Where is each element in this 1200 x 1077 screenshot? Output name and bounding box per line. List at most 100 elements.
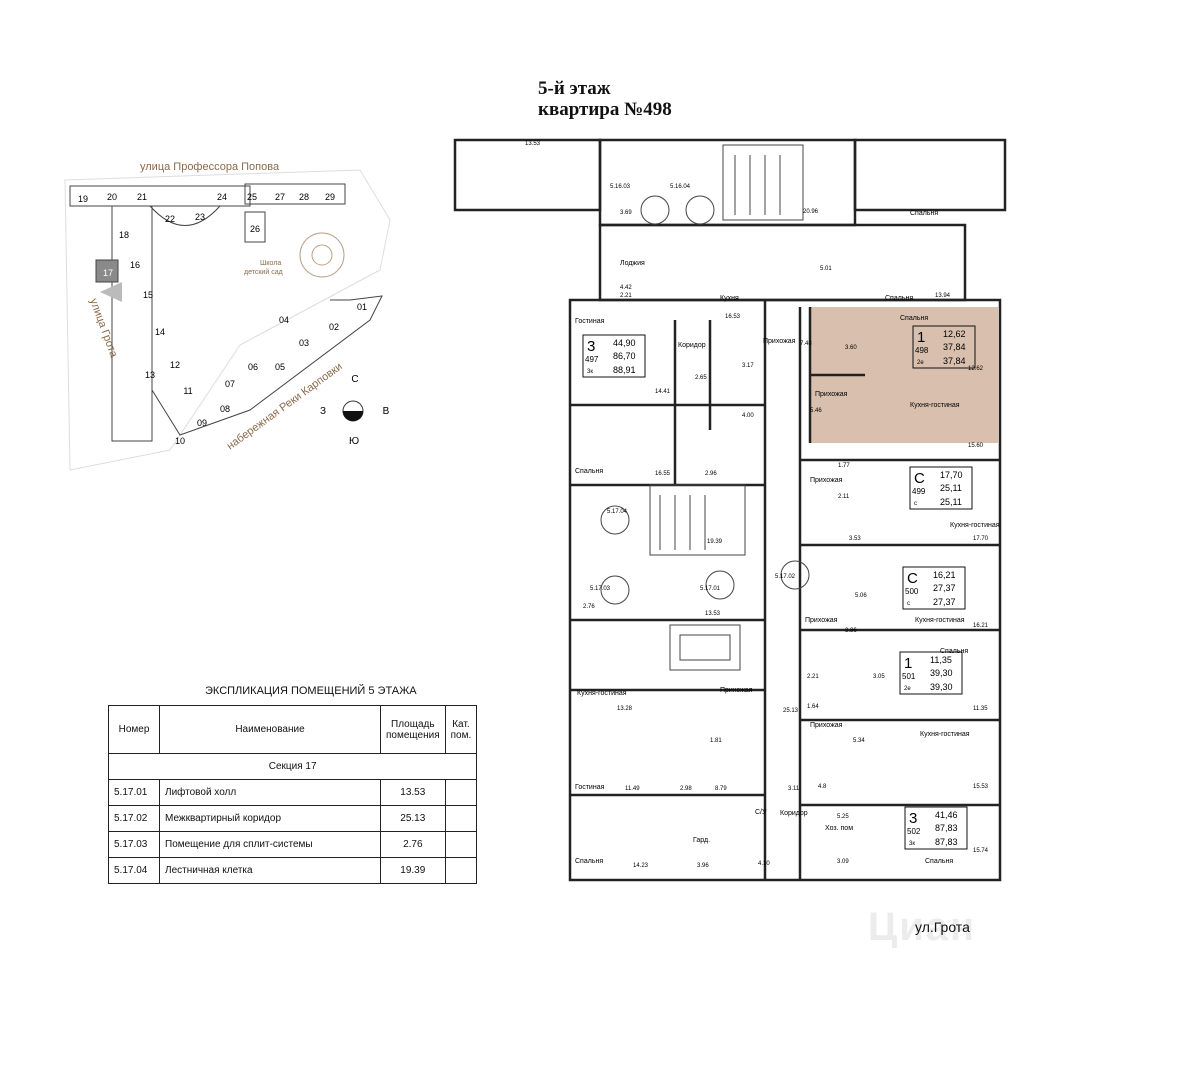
section-29: 29 [325,192,335,202]
apartment-type: 3к [909,841,915,847]
apartment-area-living: 41,46 [935,810,958,820]
table-row: 5.17.04 Лестничная клетка 19.39 [108,857,478,884]
room-code: 5.17.02 [775,574,796,580]
apartment-area-full: 37,84 [943,356,966,366]
street-label: ул.Грота [915,919,970,935]
room-label: Коридор [780,810,808,817]
apartment-area-full: 25,11 [940,497,962,507]
section-26: 26 [250,224,260,234]
section-11: 11 [183,386,192,396]
room-label: Спальня [925,858,953,865]
view-marker [100,282,122,302]
table-header: Номер [108,705,160,754]
school-label: Школа [260,260,281,267]
compass-east: В [383,406,390,417]
area-value: 16.53 [725,314,741,320]
apartment-type: с [907,601,910,607]
kindergarten-label: детский сад [244,268,283,276]
area-value: 3.86 [845,628,857,634]
section-24: 24 [217,192,227,202]
cell: 5.17.04 [108,857,160,884]
apartment-room-count: 1 [917,329,925,346]
apartment-area-living: 16,21 [933,570,956,580]
cell: 5.17.02 [108,805,160,832]
apartment-area-full: 39,30 [930,682,953,692]
cell [444,831,478,858]
compass: С Ю З В [320,374,390,447]
section-28: 28 [299,192,309,202]
table-header: Наименование [159,705,381,754]
section-09: 09 [197,418,207,428]
cell: 19.39 [380,857,446,884]
room-label: Спальня [910,210,938,217]
section-05: 05 [275,362,285,372]
apartment-area-total: 87,83 [935,823,958,833]
area-value: 14.41 [655,389,671,395]
compass-north: С [351,374,358,385]
walls [453,138,1007,882]
area-value: 3.05 [873,674,885,680]
section-25: 25 [247,192,257,202]
room-label: Прихожая [810,477,843,484]
explication-title: ЭКСПЛИКАЦИЯ ПОМЕЩЕНИЙ 5 ЭТАЖА [205,685,417,697]
area-value: 2.11 [838,494,850,500]
street-left-label: улица Грота [87,297,120,360]
apartment-area-total: 37,84 [943,342,966,352]
apartment-type: 3к [587,369,593,375]
room-label: Кухня-гостиная [577,690,627,697]
table-row: 5.17.03 Помещение для сплит-системы 2.76 [108,831,478,858]
area-value: 3.09 [837,859,849,865]
section-10: 10 [175,436,185,446]
area-value: 15.53 [973,784,989,790]
apartment-room-count: 3 [909,810,917,827]
area-value: 14.23 [633,863,649,869]
room-code: 5.17.03 [590,586,611,592]
apartment-label: квартира №498 [538,99,672,120]
section-07: 07 [225,379,235,389]
section-16: 16 [130,260,140,270]
cell: Помещение для сплит-системы [159,831,381,858]
section-20: 20 [107,192,117,202]
cell: Лифтовой холл [159,779,381,806]
cell: 25.13 [380,805,446,832]
area-value: 3.69 [620,210,632,216]
area-value: 2.96 [705,471,717,477]
area-value: 5.25 [837,814,849,820]
room-label: Прихожая [763,338,796,345]
room-codes: 5.16.03 5.16.04 5.17.04 5.17.03 5.17.01 … [590,184,796,592]
section-12: 12 [170,360,180,370]
section-08: 08 [220,404,230,414]
room-label: Кухня-гостиная [910,402,960,409]
floor-plan: Спальня Лоджия Кухня Спальня Спальня Гос… [453,138,1007,882]
area-value: 13.53 [705,611,721,617]
room-code: 5.16.04 [670,184,691,190]
area-value: 5.34 [853,738,865,744]
cell [444,857,478,884]
apartment-area-living: 17,70 [940,470,963,480]
area-numbers: 13.53 20.96 3.69 5.01 4.42 2.21 16.53 13… [525,141,989,869]
room-label: Хоз. пом [825,825,853,832]
area-value: 20.96 [803,209,819,215]
room-label: Прихожая [720,687,753,694]
apartment-number: 502 [907,827,921,836]
area-value: 15.74 [973,848,989,854]
cell: 13.53 [380,779,446,806]
apartment-area-full: 27,37 [933,597,956,607]
room-label: Лоджия [620,260,645,267]
compass-south: Ю [349,436,359,447]
area-value: 5.01 [820,266,832,272]
sections-left: 18 17 16 15 14 13 12 11 10 09 08 07 06 0… [95,205,383,446]
room-label: Спальня [575,468,603,475]
section-17-highlight [95,259,119,283]
table-header: Площадь помещения [380,705,446,754]
table-row: 5.17.02 Межквартирный коридор 25.13 [108,805,478,832]
room-label: Прихожая [815,391,848,398]
apartment-number: 501 [902,672,916,681]
school-area: Школа детский сад [244,232,345,278]
room-label: Кухня-гостиная [915,617,965,624]
site-outline [64,169,391,471]
area-value: 13.28 [617,706,633,712]
area-value: 4.42 [620,285,632,291]
